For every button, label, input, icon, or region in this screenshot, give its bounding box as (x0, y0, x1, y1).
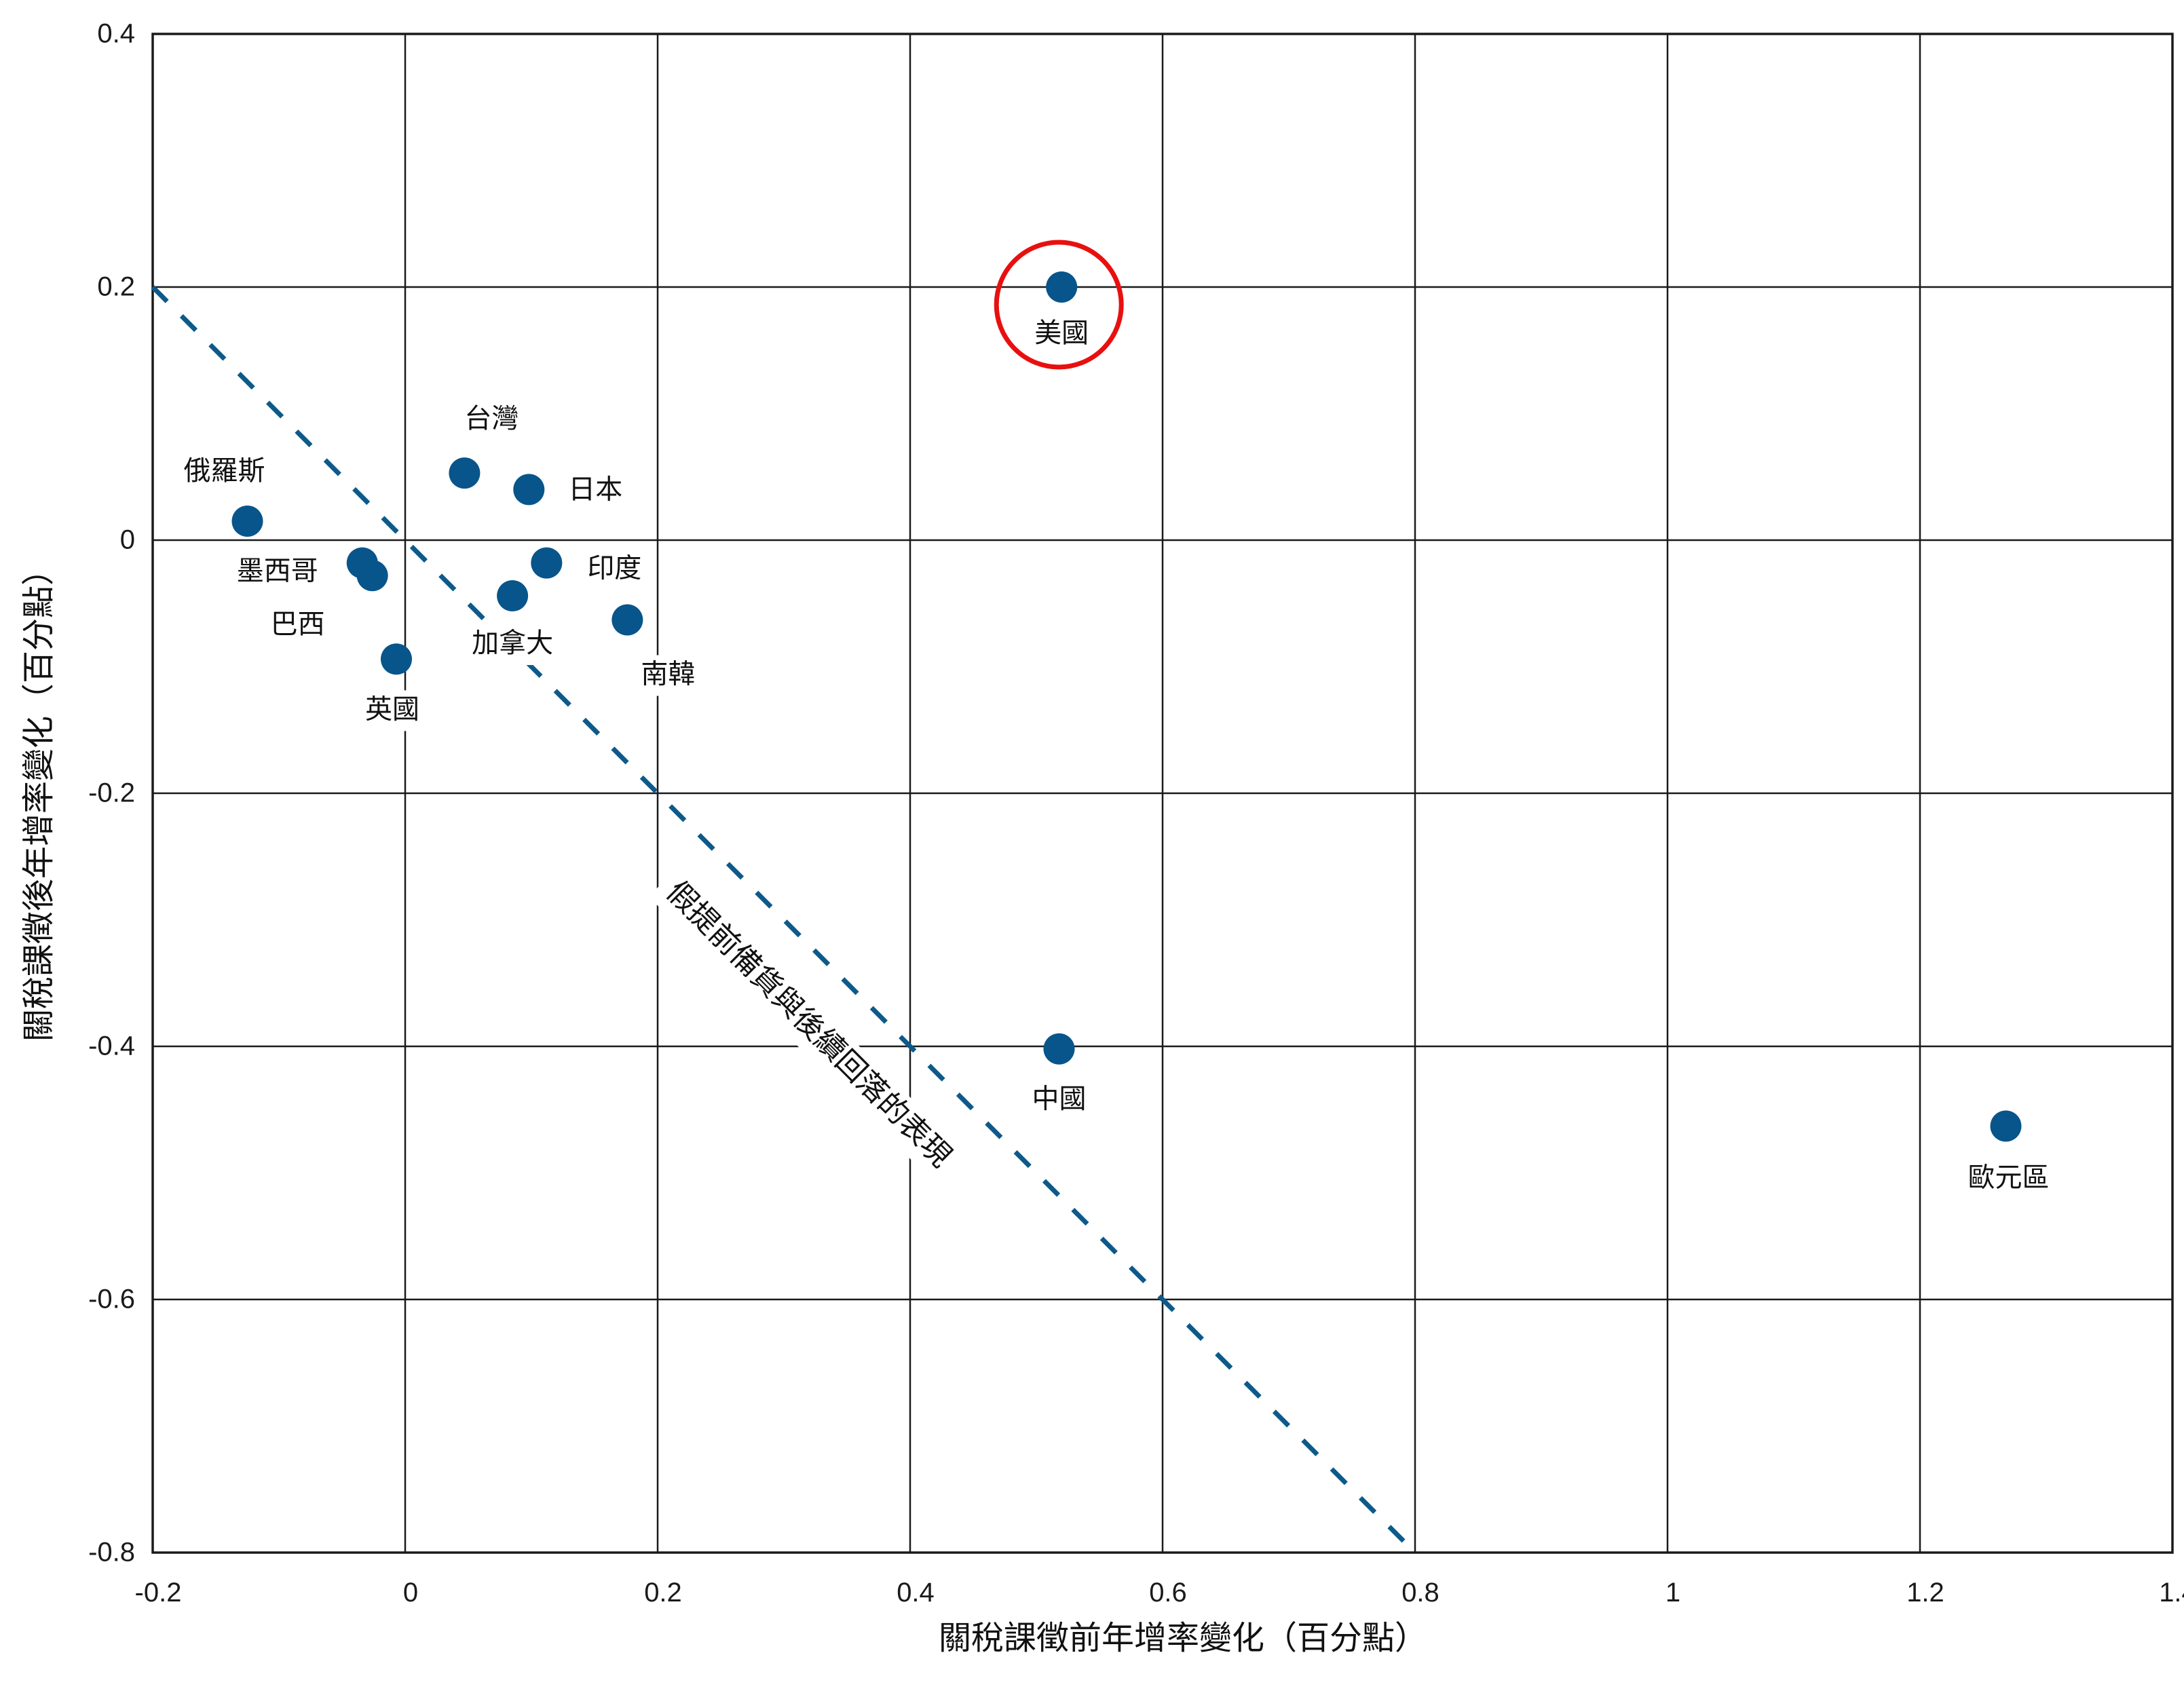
data-point (1046, 271, 1078, 303)
y-tick-label: 0.4 (97, 19, 135, 49)
reference-line-group (151, 285, 1417, 1555)
x-tick-label: 0.6 (1149, 1578, 1187, 1608)
y-axis-title: 關稅課徵後年增率變化（百分點） (20, 553, 58, 1042)
label-mask (1029, 314, 1095, 355)
point-label: 墨西哥 (237, 556, 318, 587)
reference-dashed-line (151, 285, 1417, 1555)
point-label: 日本 (568, 474, 622, 505)
label-mask (459, 400, 525, 441)
label-mask (1962, 1158, 2055, 1200)
point-label: 英國 (365, 694, 419, 725)
label-mask (265, 605, 331, 647)
x-tick-label: 1.4 (2159, 1578, 2184, 1608)
y-tick-label: 0 (120, 525, 135, 555)
point-label: 加拿大 (472, 628, 553, 659)
x-tick-label: 1.2 (1906, 1578, 1944, 1608)
y-tick-label: -0.4 (88, 1031, 135, 1061)
y-tick-label: -0.8 (88, 1538, 135, 1568)
reference-line-label: 假提前備貨與後續回落的表現 (660, 875, 958, 1174)
data-point (497, 580, 529, 612)
data-point (449, 457, 481, 489)
x-tick-label: 0.2 (644, 1578, 682, 1608)
label-mask (178, 452, 271, 493)
label-mask (466, 624, 559, 666)
label-mask (582, 549, 647, 590)
point-label: 中國 (1032, 1084, 1086, 1115)
point-label: 歐元區 (1968, 1162, 2049, 1193)
data-point (356, 560, 388, 592)
data-point (513, 474, 545, 506)
label-mask (563, 472, 623, 510)
x-tick-label: 0.4 (897, 1578, 935, 1608)
grid-lines (151, 33, 2174, 1554)
y-tick-label: -0.2 (88, 778, 135, 808)
point-label: 印度 (587, 553, 641, 584)
label-mask (635, 655, 701, 696)
highlight-circle (994, 240, 1124, 370)
x-tick-label: -0.2 (135, 1578, 182, 1608)
x-tick-labels: -0.2 0 0.2 0.4 0.6 0.8 1 1.2 1.4 (135, 1578, 2184, 1608)
label-mask (1026, 1080, 1092, 1121)
y-tick-label: -0.6 (88, 1285, 135, 1314)
x-tick-label: 0 (403, 1578, 418, 1608)
point-label: 南韓 (641, 658, 695, 689)
y-tick-label: 0.2 (97, 272, 135, 302)
plot-border (151, 33, 2174, 1554)
data-point (1043, 1033, 1075, 1065)
y-tick-labels: 0.4 0.2 0 -0.2 -0.4 -0.6 -0.8 (88, 19, 135, 1568)
label-mask (231, 552, 324, 593)
data-point (231, 506, 263, 537)
annotation-mask (648, 866, 967, 1185)
data-point (1990, 1110, 2022, 1142)
point-label: 台灣 (464, 403, 519, 434)
label-masks (178, 314, 2055, 1200)
label-mask (359, 690, 425, 732)
x-tick-label: 0.8 (1401, 1578, 1439, 1608)
x-axis-title: 關稅課徵前年增率變化（百分點） (939, 1619, 1427, 1657)
data-point (380, 643, 412, 675)
data-point (611, 604, 643, 636)
data-point (531, 547, 563, 579)
point-label: 俄羅斯 (184, 455, 265, 487)
x-tick-label: 1 (1665, 1578, 1680, 1608)
point-label: 巴西 (271, 609, 325, 640)
reference-line-annotation-group: 假提前備貨與後續回落的表現 (660, 875, 958, 1174)
point-label: 美國 (1034, 318, 1089, 349)
